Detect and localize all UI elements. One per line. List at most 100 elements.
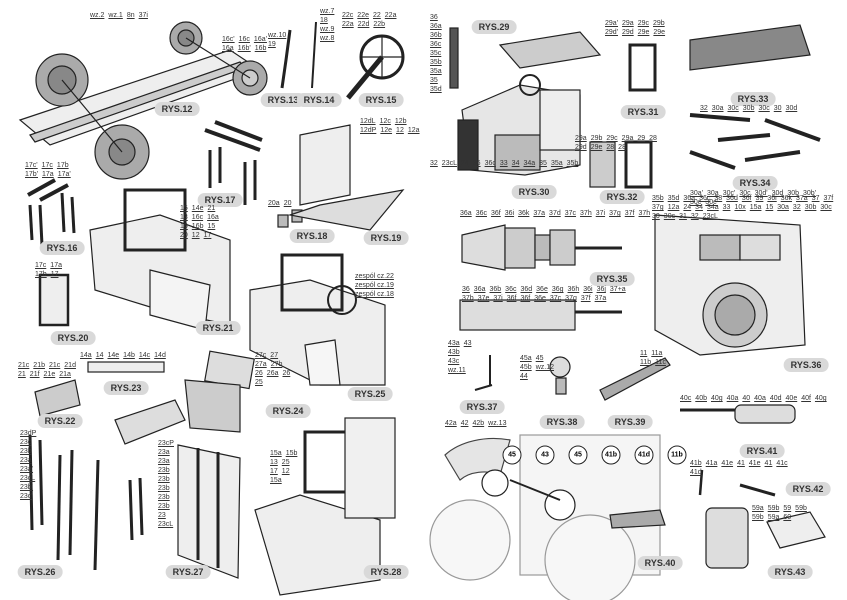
part-label: 37h: [638, 210, 651, 217]
part-label: 37f: [580, 295, 591, 302]
part-label: 37i: [493, 295, 503, 302]
chassis-drawing: [18, 21, 268, 180]
part-label: 21b: [33, 362, 45, 369]
part-label: 36c: [475, 210, 487, 217]
part-label: 29e: [637, 29, 650, 36]
part-label: 30b: [804, 204, 817, 211]
figure-caption: RYS.39: [607, 415, 653, 429]
part-label: 23cL: [20, 475, 36, 482]
part-label: 30: [652, 213, 660, 220]
part-label: 14d: [154, 352, 166, 359]
part-label: 37a: [594, 295, 607, 302]
part-label: 36e: [534, 295, 546, 302]
part-label: 37: [811, 195, 820, 202]
part-label: 45: [535, 355, 544, 362]
part-label: 11b: [640, 359, 652, 366]
part-label: wz.11: [448, 367, 466, 374]
part-label: wz.13: [488, 420, 507, 427]
part-label: 20: [180, 232, 188, 239]
part-label: 41b: [690, 460, 702, 467]
part-label: 59b: [795, 505, 807, 512]
part-label: 30a: [711, 105, 724, 112]
part-label: 16a': [253, 36, 267, 43]
cab-drawings: [38, 188, 386, 386]
figure-caption: RYS.12: [154, 102, 200, 116]
part-label: 29e: [653, 29, 666, 36]
figure-caption: RYS.25: [347, 387, 393, 401]
part-label: 27c: [255, 352, 267, 359]
part-label: 29d: [575, 144, 587, 151]
figure-caption: RYS.32: [599, 190, 645, 204]
part-label: 30c: [739, 190, 751, 197]
part-label: 22a: [384, 12, 397, 19]
part-label: 15: [765, 204, 774, 211]
part-label: 43c: [448, 358, 460, 365]
part-label: 29a: [622, 20, 634, 27]
part-label: 17: [50, 271, 59, 278]
part-label: 10x: [734, 204, 746, 211]
part-label: 23dP: [20, 430, 37, 437]
part-label: 36: [430, 14, 438, 21]
figure-caption: RYS.34: [732, 176, 778, 190]
part-label: 37f: [823, 195, 834, 202]
figure-caption: RYS.22: [37, 414, 83, 428]
part-label: 17b: [56, 162, 69, 169]
wall-frame-drawings: [28, 417, 396, 596]
part-label: 40a: [754, 395, 766, 402]
figure-caption: RYS.14: [296, 93, 342, 107]
part-label: 28: [649, 135, 657, 142]
figure-caption: RYS.36: [783, 358, 829, 372]
part-label: 37a: [533, 210, 546, 217]
part-label: 18: [320, 17, 328, 24]
part-label: 29e: [590, 144, 603, 151]
part-label: 28: [618, 144, 626, 151]
part-label: 17b: [35, 271, 47, 278]
part-label: 36i: [504, 210, 515, 217]
part-label: 30c: [727, 105, 739, 112]
part-label: 32: [690, 213, 699, 220]
figure-caption: RYS.21: [195, 321, 241, 335]
part-label: 36i: [583, 286, 593, 293]
part-label: 40a: [726, 395, 739, 402]
part-label: 29b: [653, 20, 665, 27]
part-label: 37c: [564, 210, 577, 217]
part-label: 60: [783, 514, 792, 521]
part-label: 20: [283, 200, 292, 207]
part-label: 23a: [158, 449, 170, 456]
part-label: 30c: [663, 213, 676, 220]
part-label: 36c: [484, 160, 496, 167]
part-label: 41: [764, 460, 773, 467]
part-label: 16a: [222, 45, 234, 52]
part-label: 16c: [238, 36, 250, 43]
part-label: 43b: [448, 349, 460, 356]
part-label: 23a': [20, 466, 34, 473]
part-label: 15: [207, 223, 216, 230]
figure-caption: RYS.15: [358, 93, 404, 107]
part-label: 21f: [29, 371, 40, 378]
part-label: 36j: [596, 286, 606, 293]
part-label: 27b: [270, 361, 283, 368]
part-label: 33: [499, 160, 508, 167]
part-label: 35b: [430, 59, 442, 66]
part-label: 23b': [20, 484, 34, 491]
part-label: 23cL: [441, 160, 457, 167]
part-label: 14: [95, 352, 104, 359]
figure-caption: RYS.37: [459, 400, 505, 414]
part-label: 36f: [490, 210, 501, 217]
part-callout: 43: [535, 445, 555, 465]
figure-caption: RYS.43: [767, 565, 813, 579]
part-label: wz.2: [90, 12, 105, 19]
part-label: 25: [255, 379, 263, 386]
part-label: 36e: [536, 286, 548, 293]
part-label: 38: [714, 195, 723, 202]
part-label: 23b: [158, 467, 170, 474]
part-label: 36f: [520, 295, 531, 302]
part-label: 30a': [690, 190, 704, 197]
part-callout: 41b: [601, 445, 621, 465]
